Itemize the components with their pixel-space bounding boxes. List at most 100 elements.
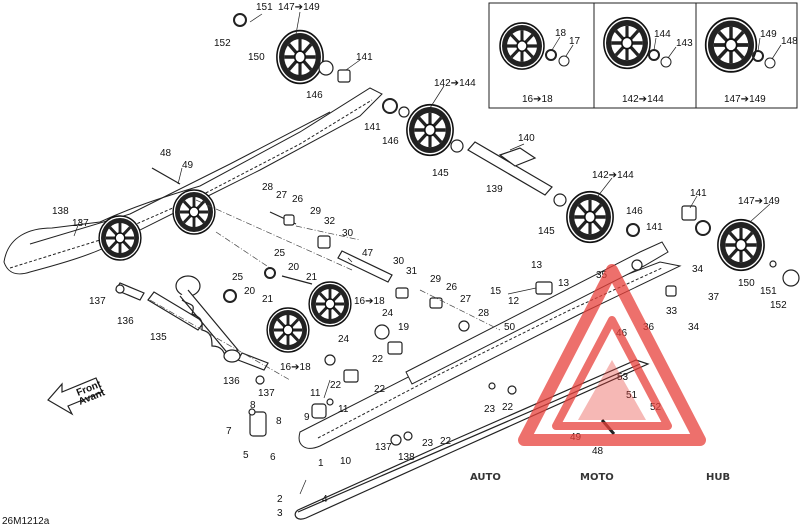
callout: 139 xyxy=(486,184,503,195)
callout: 49 xyxy=(182,160,194,171)
hardware xyxy=(115,13,800,446)
callout: 10 xyxy=(340,456,352,467)
callout: 151 xyxy=(256,2,273,13)
callout: 34 xyxy=(688,322,700,333)
callout: 26 xyxy=(292,194,304,205)
callout: 20 xyxy=(288,262,300,273)
callout: 6 xyxy=(270,452,276,463)
callout: 145 xyxy=(432,168,449,179)
automotohub-watermark: AUTO MOTO HUB xyxy=(470,264,730,483)
callout: 23 xyxy=(422,438,434,449)
callout: 51 xyxy=(626,390,638,401)
callout: 137 xyxy=(89,296,106,307)
callout: 141 xyxy=(364,122,381,133)
callout: 19 xyxy=(398,322,410,333)
callout: 136 xyxy=(223,376,240,387)
inset-callout: 18 xyxy=(555,28,567,39)
callout: 142➔144 xyxy=(592,170,634,181)
callout: 138 xyxy=(52,206,69,217)
callout: 147➔149 xyxy=(738,196,780,207)
callout: 16➔18 xyxy=(280,362,311,373)
callout: 50 xyxy=(504,322,516,333)
inset-label: 16➔18 xyxy=(522,94,553,105)
callout: 11 xyxy=(338,404,349,415)
callout: 22 xyxy=(502,402,514,413)
callout: 137 xyxy=(72,218,89,229)
callout: 29 xyxy=(430,274,442,285)
callout: 22 xyxy=(330,380,342,391)
inset-boxes: 18 17 16➔18 144 143 142➔144 149 148 147➔… xyxy=(488,2,798,109)
callout: 4 xyxy=(322,494,328,505)
callout: 152 xyxy=(770,300,787,311)
callout: 31 xyxy=(406,266,418,277)
callout: 53 xyxy=(617,372,629,383)
assembly-lines xyxy=(149,199,501,381)
inset-wheel-16-18: 18 17 16➔18 xyxy=(498,21,581,105)
callout: 152 xyxy=(214,38,231,49)
watermark-brand-moto: MOTO xyxy=(580,472,614,483)
inset-label: 142➔144 xyxy=(622,94,664,105)
watermark-brand-hub: HUB xyxy=(706,472,730,483)
callout: 1 xyxy=(318,458,324,469)
inset-callout: 144 xyxy=(654,29,671,40)
callout: 136 xyxy=(117,316,134,327)
callout: 142➔144 xyxy=(434,78,476,89)
callout: 138 xyxy=(398,452,415,463)
callout: 23 xyxy=(484,404,496,415)
inset-callout: 149 xyxy=(760,29,777,40)
upper-frame xyxy=(3,87,383,275)
callout: 28 xyxy=(262,182,274,193)
callout: 8 xyxy=(276,416,282,427)
callout: 30 xyxy=(393,256,405,267)
callout: 141 xyxy=(646,222,663,233)
callout-labels: 151 147➔149 152 150 141 146 142➔144 141 … xyxy=(52,2,787,519)
callout: 16➔18 xyxy=(354,296,385,307)
callout: 146 xyxy=(626,206,643,217)
callout: 140 xyxy=(518,133,535,144)
callout: 29 xyxy=(310,206,322,217)
callout: 33 xyxy=(666,306,678,317)
callout: 3 xyxy=(277,508,283,519)
callout: 25 xyxy=(232,272,244,283)
callout: 22 xyxy=(372,354,384,365)
callout: 141 xyxy=(690,188,707,199)
inset-label: 147➔149 xyxy=(724,94,766,105)
callout: 146 xyxy=(382,136,399,147)
watermark-brand-auto: AUTO xyxy=(470,472,501,483)
inset-callout: 148 xyxy=(781,36,798,47)
callout: 137 xyxy=(258,388,275,399)
callout: 27 xyxy=(460,294,472,305)
callout: 37 xyxy=(708,292,720,303)
callout: 24 xyxy=(382,308,394,319)
front-direction-arrow: Front Avant xyxy=(47,377,107,416)
callout: 25 xyxy=(274,248,286,259)
callout: 11 xyxy=(310,388,321,399)
callout: 150 xyxy=(738,278,755,289)
diagram-code: 26M1212a xyxy=(2,516,50,527)
callout: 135 xyxy=(150,332,167,343)
shafts xyxy=(115,141,553,371)
callout: 146 xyxy=(306,90,323,101)
callout: 21 xyxy=(262,294,274,305)
callout: 47 xyxy=(362,248,374,259)
callout: 147➔149 xyxy=(278,2,320,13)
inset-wheel-142-144: 144 143 142➔144 xyxy=(602,15,693,105)
callout: 22 xyxy=(374,384,386,395)
callout: 2 xyxy=(277,494,283,505)
callout: 9 xyxy=(304,412,310,423)
callout: 15 xyxy=(490,286,502,297)
callout: 24 xyxy=(338,334,350,345)
callout: 21 xyxy=(306,272,318,283)
shock-absorber xyxy=(175,275,241,363)
callout: 12 xyxy=(508,296,520,307)
callout: 28 xyxy=(478,308,490,319)
callout: 151 xyxy=(760,286,777,297)
slider-strip xyxy=(294,359,650,520)
callout: 48 xyxy=(160,148,172,159)
callout: 13 xyxy=(558,278,570,289)
callout: 22 xyxy=(440,436,452,447)
callout: 145 xyxy=(538,226,555,237)
callout: 36 xyxy=(643,322,655,333)
callout: 30 xyxy=(342,228,354,239)
